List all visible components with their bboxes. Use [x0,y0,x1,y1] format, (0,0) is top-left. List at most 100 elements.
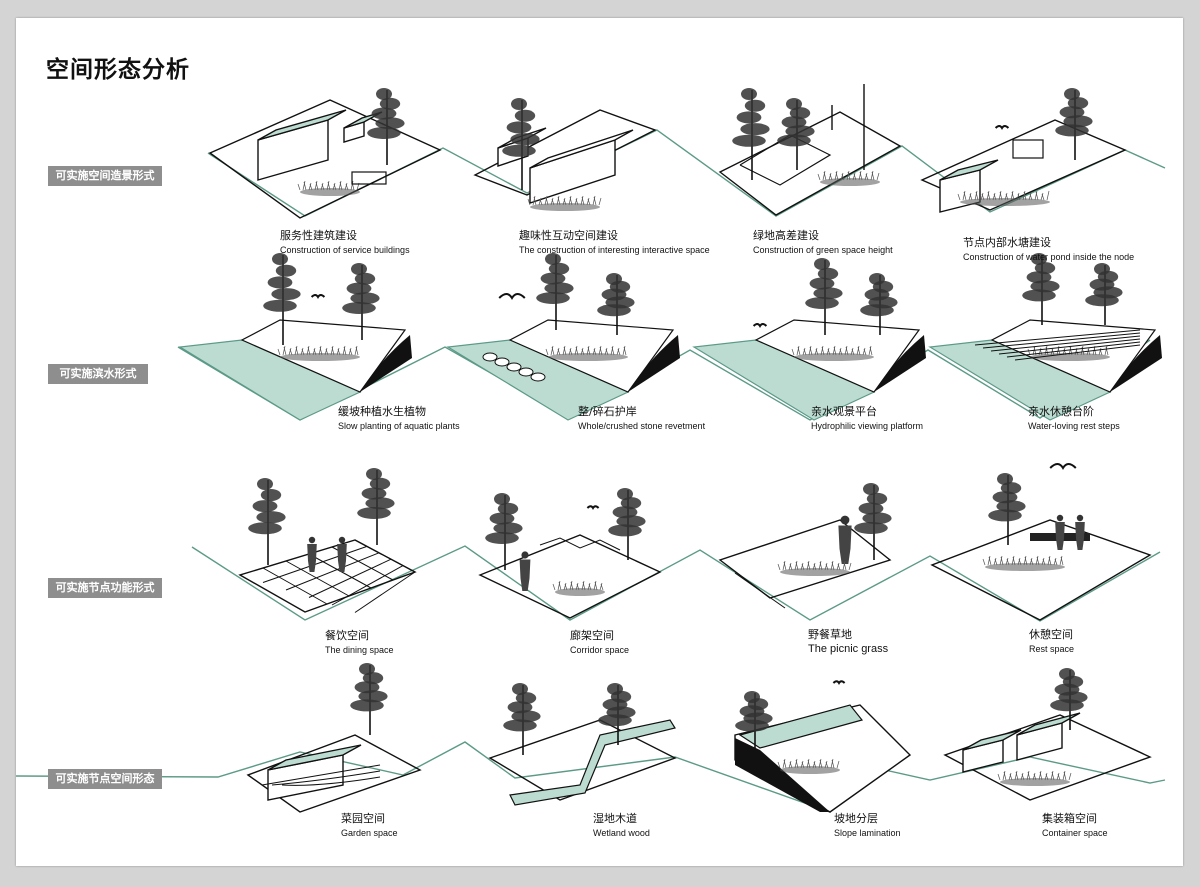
tree-foliage [854,522,888,534]
person-head [1056,514,1064,522]
path-edge [734,572,786,609]
grass-blade [870,170,874,181]
tree-foliage [1050,699,1084,712]
tree-foliage [1031,253,1047,265]
slope-top [738,704,864,749]
bird [1049,463,1077,470]
grass-blade [294,345,298,356]
scene-picnic-grass [718,483,892,609]
scene-viewing-platform [692,258,926,421]
scene-rest-steps [928,253,1162,421]
stone [506,362,522,372]
grass-blade [592,195,596,206]
person-body [1055,522,1065,550]
tree-foliage [371,107,397,120]
tree-foliage [367,127,401,139]
tree-foliage [361,487,387,500]
tree-foliage [351,263,367,275]
grass-blade [969,193,973,201]
grass-blade [1063,771,1067,781]
scene-garden-terrace [246,663,422,813]
grass-blade [1056,772,1060,781]
grass-blade [1054,558,1058,566]
tree-foliage [497,502,519,515]
tree-foliage [544,282,574,295]
tree-foliage [732,134,766,147]
grass-blade [1008,772,1012,781]
grass-blade [623,346,627,356]
ground-shadow [960,198,1050,206]
grass-blade [314,180,318,191]
garden-contour [271,770,381,786]
grass-blade [974,190,978,201]
box-top [962,729,1022,751]
ground-plate [478,534,662,619]
scene-service-buildings [208,88,442,219]
step-line [990,335,1141,352]
grass-blade [545,348,549,356]
tree-foliage [512,683,528,695]
grass-blade [544,195,548,206]
grass-blade [1062,770,1066,781]
tree-foliage [502,144,536,157]
grass-blade [558,581,562,591]
tree-foliage [1055,124,1089,137]
tree-foliage [545,253,561,265]
scene-dining-space [238,468,417,613]
grass-blade [1059,555,1063,566]
tree-foliage [863,483,879,495]
step-line [974,329,1141,346]
grass-blade [871,171,875,181]
scene-green-height [718,84,902,216]
grass-blade [788,562,792,571]
grass-blade [993,557,997,566]
tree-foliage [736,111,762,124]
grass-blade [1014,770,1018,781]
grid-line [354,571,416,613]
ground-plate [488,719,677,801]
tree-foliage [369,477,391,490]
tree-foliage [272,253,288,265]
tree-foliage [1063,115,1093,128]
tree-foliage [346,282,372,295]
grass-blade [593,196,597,206]
tree-foliage [365,497,395,510]
tree-foliage [608,524,642,537]
ground-shadow [555,588,605,596]
ground-shadow [300,188,360,196]
page-title: 空间形态分析 [46,57,190,83]
grass-blade [354,345,358,356]
grass-blade [868,345,872,356]
tree-foliage [1067,97,1089,110]
grass-blade [277,348,281,356]
grass-blade [532,195,536,206]
bank-section [360,335,412,392]
grass-blade [1002,770,1006,781]
grass-blade [533,196,537,206]
grass-blade [963,191,967,201]
grass-blade [562,345,566,356]
grass-blade [594,581,598,591]
tree-foliage [817,267,839,280]
tree-foliage [485,532,519,544]
ground-plate [473,109,657,196]
grass-blade [782,560,786,571]
scene-slope-lamination [734,680,912,813]
grass-blade [1035,191,1039,201]
grass-blade [288,347,292,356]
grass-blade [982,558,986,566]
tree-foliage [503,719,537,732]
bird [752,323,768,328]
tree-foliage [366,468,382,480]
grass-blade [1057,773,1061,781]
ground-plate [943,714,1152,801]
ground-plate [238,539,417,613]
grass-blade [563,582,567,591]
